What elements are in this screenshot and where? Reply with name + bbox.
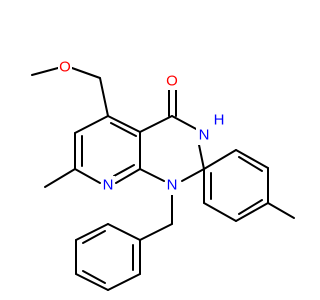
- bond-tol-methyl: [267, 202, 295, 219]
- bond-tol-inner-b: [238, 199, 263, 215]
- bond-c2-n1: [181, 168, 205, 182]
- structure-drawing: O O N H N N: [31, 58, 295, 291]
- atom-n-pyridine-label: N: [103, 177, 114, 194]
- bond-tol-3: [235, 202, 269, 222]
- bond-n8-c8a: [115, 168, 141, 184]
- bond-ph-2: [107, 273, 141, 291]
- bond-n1-c8a: [139, 168, 165, 182]
- bond-c5-c4a-inner: [110, 122, 137, 137]
- molecule-diagram: O O N H N N: [31, 58, 295, 291]
- atom-o-carbonyl: O: [165, 72, 179, 90]
- bond-tol-1: [235, 149, 269, 169]
- atom-n-ring1: N: [165, 177, 179, 195]
- bond-ph-3: [75, 273, 109, 291]
- atom-n-amide-label: N: [199, 127, 210, 144]
- bond-tol-4: [203, 202, 237, 222]
- bond-ch2-c5: [99, 77, 109, 117]
- atom-h-amide-label: H: [214, 112, 225, 129]
- atom-o-carbonyl-label: O: [166, 73, 178, 90]
- bond-layer: [31, 67, 295, 291]
- atom-o-methoxy: O: [58, 58, 72, 76]
- bond-ph-5: [75, 223, 109, 241]
- bond-c2-tolyl: [203, 149, 237, 170]
- bond-tol-inner-a: [238, 156, 263, 172]
- bond-ph-6: [107, 223, 141, 241]
- atom-label-layer: O O N H N N: [58, 58, 224, 195]
- bond-n8-c8a-inner: [113, 164, 135, 177]
- bond-c5-c6: [74, 115, 109, 134]
- bond-c5-c4a: [107, 115, 141, 133]
- atom-o-methoxy-label: O: [59, 59, 71, 76]
- bond-ch2-ph: [139, 223, 173, 241]
- bond-c7-n8: [74, 168, 101, 184]
- bond-c7-methyl: [44, 168, 76, 188]
- bond-methyl-o: [31, 67, 59, 76]
- bond-c4-n3: [171, 115, 199, 131]
- bond-o-ch2: [71, 67, 101, 79]
- bond-ph-inner-b: [82, 270, 106, 284]
- bond-ph-inner-c: [82, 230, 106, 244]
- atom-n-ring1-label: N: [167, 177, 178, 194]
- bond-c4a-c4: [139, 115, 173, 133]
- atom-n-amide: N H: [196, 112, 225, 145]
- atom-n-pyridine: N: [101, 176, 115, 194]
